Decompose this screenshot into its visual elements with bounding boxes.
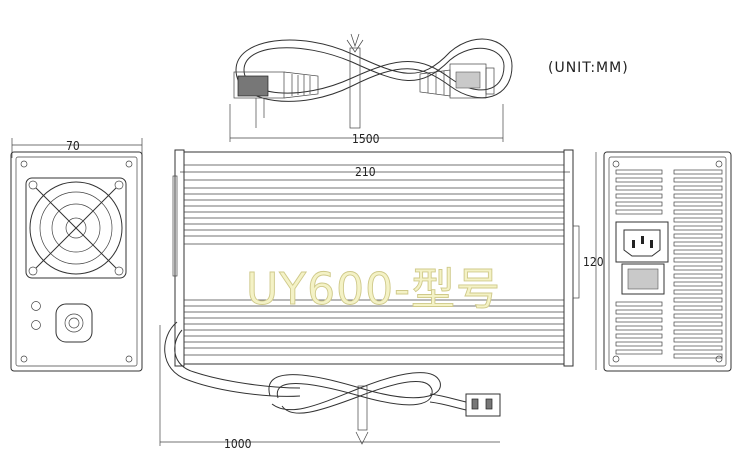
end-view-fan-side: 70	[10, 138, 143, 372]
iec-connector	[419, 63, 495, 99]
power-cord-length-label: 1500	[352, 132, 380, 146]
output-cable-length-label: 1000	[224, 437, 252, 451]
body-length-label: 210	[355, 165, 376, 179]
output-cable-drawing: 1000	[159, 321, 501, 451]
height-label: 120	[583, 255, 604, 269]
model-label: UY600-型号	[246, 264, 501, 315]
end-view-ac-side: 120	[583, 151, 732, 372]
unit-label: (UNIT:MM)	[548, 60, 629, 76]
schuko-plug	[233, 71, 319, 128]
main-body-side-view: 210 UY600-型号	[172, 149, 580, 367]
power-cord-drawing: 1500	[229, 33, 513, 146]
end-width-label: 70	[66, 139, 80, 153]
